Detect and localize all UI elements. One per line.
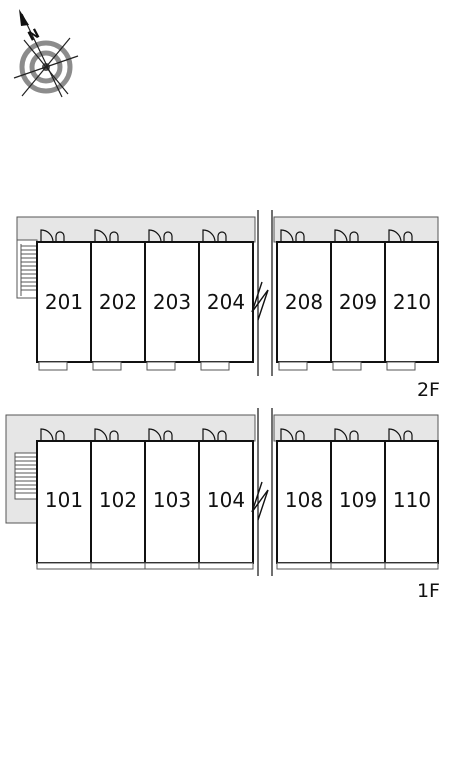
staircase-2f	[16, 239, 38, 299]
room-103: 103	[153, 488, 191, 512]
door-icons-1f	[40, 428, 413, 442]
room-203: 203	[153, 290, 191, 314]
staircase-1f	[14, 452, 38, 500]
compass-rose-icon	[13, 9, 79, 98]
room-109: 109	[339, 488, 377, 512]
break-mark-icon	[251, 281, 269, 321]
room-102: 102	[99, 488, 137, 512]
room-101: 101	[45, 488, 83, 512]
break-mark-icon	[251, 481, 269, 521]
floor-label-2f: 2F	[417, 379, 440, 401]
room-208: 208	[285, 290, 323, 314]
room-209: 209	[339, 290, 377, 314]
floor-1f: 101 102 103 104 108 109 110 1F	[5, 408, 440, 602]
room-202: 202	[99, 290, 137, 314]
room-110: 110	[393, 488, 431, 512]
room-201: 201	[45, 290, 83, 314]
room-108: 108	[285, 488, 323, 512]
room-204: 204	[207, 290, 245, 314]
floor-2f: 201 202 203 204 208 209 210 2F	[16, 210, 440, 401]
door-icons-2f	[40, 229, 413, 243]
floor-label-1f: 1F	[417, 580, 440, 602]
room-210: 210	[393, 290, 431, 314]
room-104: 104	[207, 488, 245, 512]
